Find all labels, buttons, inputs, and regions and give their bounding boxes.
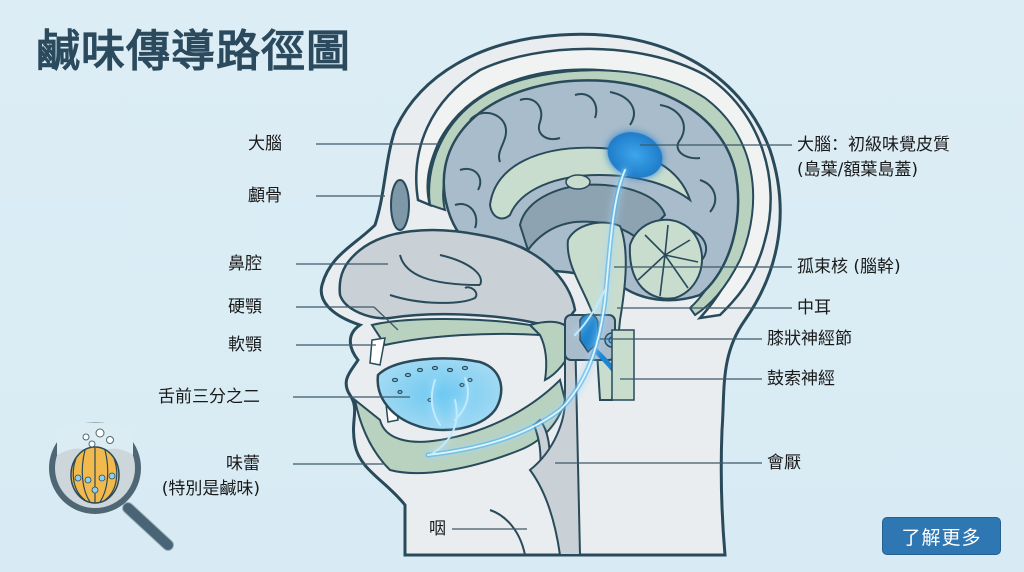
label-soft-palate: 軟顎: [228, 335, 262, 355]
cerebellum: [628, 218, 704, 300]
label-taste-buds-note: (特別是鹹味): [161, 479, 260, 499]
label-cerebrum: 大腦: [248, 134, 282, 154]
label-nasal-cavity: 鼻腔: [228, 254, 262, 274]
label-solitary-nucleus: 孤束核 (腦幹): [797, 257, 901, 277]
leader-lines-left: [293, 143, 527, 530]
magnifier-taste-bud-icon: [49, 422, 174, 551]
label-anterior-tongue: 舌前三分之二: [158, 387, 260, 407]
tongue: [376, 357, 503, 432]
label-skull: 顱骨: [248, 186, 282, 206]
gustatory-cortex-highlight: [607, 132, 663, 178]
label-hard-palate: 硬顎: [228, 297, 262, 317]
label-pharynx: 咽: [429, 519, 446, 539]
leader-lines-right: [555, 144, 792, 464]
label-epiglottis: 會厭: [767, 453, 801, 473]
label-taste-buds: 味蕾: [226, 454, 260, 474]
label-gustatory-cortex-detail: (島葉/額葉島蓋): [797, 160, 918, 180]
nerve-pathway: [425, 167, 628, 458]
label-chorda-tympani: 鼓索神經: [767, 369, 835, 389]
page-title: 鹹味傳導路徑圖: [36, 26, 351, 77]
ear-structures: [564, 313, 635, 401]
label-gustatory-cortex: 大腦：初級味覺皮質: [797, 135, 950, 155]
learn-more-button[interactable]: 了解更多: [882, 517, 1001, 555]
label-middle-ear: 中耳: [797, 298, 831, 318]
label-geniculate-ganglion: 膝狀神經節: [767, 329, 852, 349]
nasal-oral-region: [338, 228, 582, 556]
